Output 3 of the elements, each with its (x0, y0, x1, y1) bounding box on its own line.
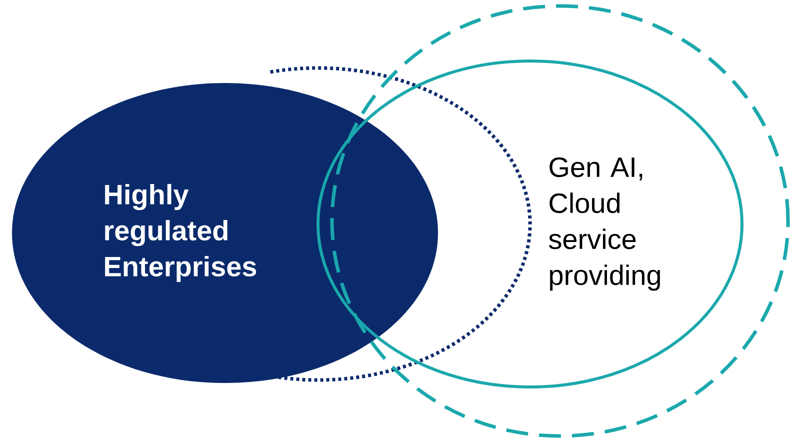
dashed-ellipse (330, 4, 790, 438)
node-label: Gen AI, Cloud service providing (548, 157, 660, 291)
node-label: Highly regulated Enterprises (105, 184, 256, 282)
